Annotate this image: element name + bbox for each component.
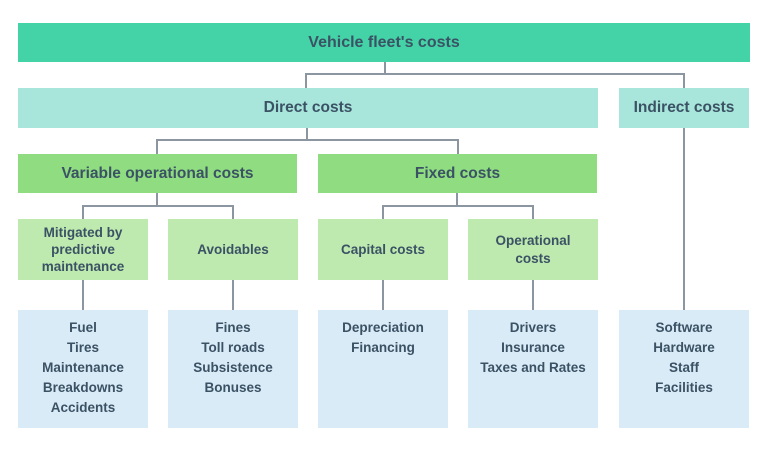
connector-fixed-to-operational: [532, 205, 534, 219]
connector-variable-crossbar: [82, 205, 234, 207]
node-capital-costs: Capital costs: [318, 219, 448, 280]
leaf-list-indirect: Software Hardware Staff Facilities: [619, 310, 749, 428]
connector-direct-crossbar: [156, 139, 459, 141]
leaf-item: Facilities: [655, 380, 713, 395]
connector-direct-to-fixed: [457, 139, 459, 154]
leaf-item: Accidents: [50, 400, 116, 415]
leaf-list-capital: Depreciation Financing: [318, 310, 448, 428]
leaf-item: Financing: [351, 340, 415, 355]
leaf-item: Software: [655, 320, 713, 335]
leaf-item: Staff: [669, 360, 699, 375]
leaf-item: Tires: [66, 340, 100, 355]
leaf-item: Toll roads: [201, 340, 265, 355]
connector-fixed-stem: [456, 193, 458, 206]
connector-indirect-to-leaf: [683, 128, 685, 310]
leaf-item: Depreciation: [342, 320, 424, 335]
node-avoidables: Avoidables: [168, 219, 298, 280]
connector-variable-to-avoidables: [232, 205, 234, 219]
node-mitigated-by-predictive-maintenance: Mitigated by predictive maintenance: [18, 219, 148, 280]
node-fixed-costs: Fixed costs: [318, 154, 597, 193]
leaf-list-mitigated: Fuel Tires Maintenance Breakdowns Accide…: [18, 310, 148, 428]
node-direct-costs: Direct costs: [18, 88, 598, 128]
node-operational-costs: Operational costs: [468, 219, 598, 280]
node-vehicle-fleets-costs: Vehicle fleet's costs: [18, 23, 750, 62]
leaf-item: Bonuses: [204, 380, 262, 395]
connector-root-stem: [384, 62, 386, 74]
node-indirect-costs: Indirect costs: [619, 88, 749, 128]
connector-direct-stem: [306, 128, 308, 140]
leaf-item: Subsistence: [193, 360, 273, 375]
connector-root-to-indirect: [683, 73, 685, 88]
leaf-list-avoidables: Fines Toll roads Subsistence Bonuses: [168, 310, 298, 428]
leaf-item: Breakdowns: [42, 380, 124, 395]
connector-mitigated-to-leaf: [82, 280, 84, 310]
leaf-list-operational: Drivers Insurance Taxes and Rates: [468, 310, 598, 428]
connector-variable-to-mitigated: [82, 205, 84, 219]
leaf-item: Fuel: [69, 320, 97, 335]
leaf-item: Maintenance: [42, 360, 124, 375]
connector-root-to-direct: [305, 73, 307, 88]
leaf-item: Insurance: [501, 340, 565, 355]
connector-capital-to-leaf: [382, 280, 384, 310]
connector-root-crossbar: [306, 73, 685, 75]
connector-fixed-to-capital: [382, 205, 384, 219]
connector-variable-stem: [156, 193, 158, 206]
node-variable-operational-costs: Variable operational costs: [18, 154, 297, 193]
connector-direct-to-variable: [156, 139, 158, 154]
leaf-item: Fines: [215, 320, 251, 335]
leaf-item: Drivers: [509, 320, 557, 335]
connector-fixed-crossbar: [382, 205, 534, 207]
connector-avoidables-to-leaf: [232, 280, 234, 310]
connector-operational-to-leaf: [532, 280, 534, 310]
leaf-item: Hardware: [653, 340, 715, 355]
leaf-item: Taxes and Rates: [480, 360, 586, 375]
